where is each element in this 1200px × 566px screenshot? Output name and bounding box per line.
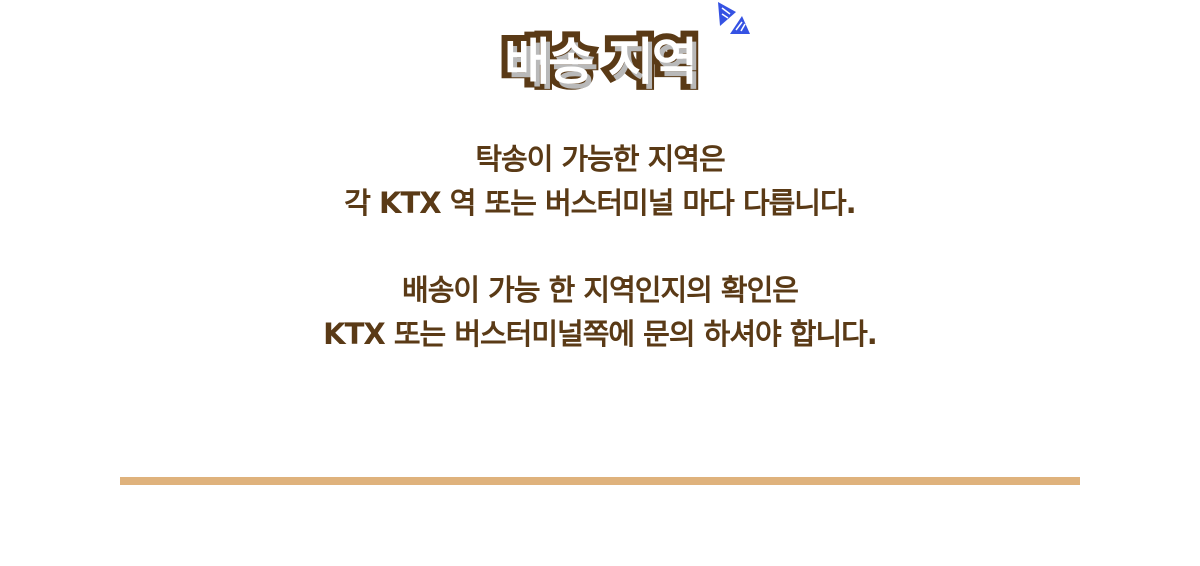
divider [120,477,1080,485]
text-line: 각 KTX 역 또는 버스터미널 마다 다릅니다. [344,186,856,220]
inquiry-info-paragraph: 배송이 가능 한 지역인지의 확인은 KTX 또는 버스터미널쪽에 문의 하셔야… [0,268,1200,356]
text-line: 탁송이 가능한 지역은 [475,142,725,176]
shipping-info-paragraph: 탁송이 가능한 지역은 각 KTX 역 또는 버스터미널 마다 다릅니다. [0,137,1200,225]
page-title: 배송 지역 [498,27,703,97]
text-line: KTX 또는 버스터미널쪽에 문의 하셔야 합니다. [323,317,878,351]
text-line: 배송이 가능 한 지역인지의 확인은 [402,273,799,307]
decorative-triangle-icon [718,2,750,34]
